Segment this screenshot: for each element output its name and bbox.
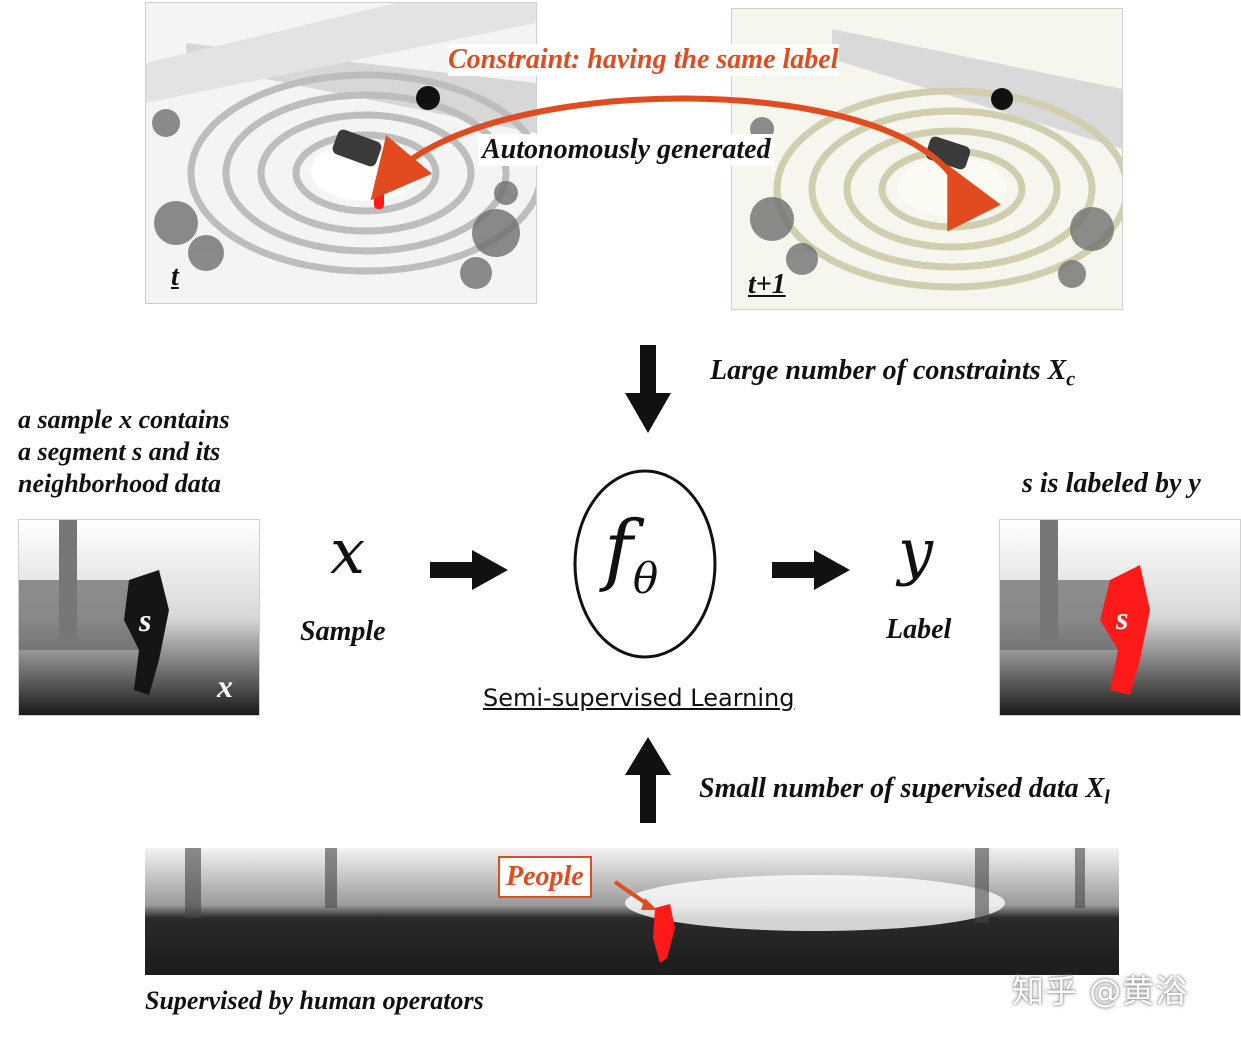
y-symbol: y (898, 515, 934, 588)
arrow-f-to-y (772, 550, 850, 590)
watermark: 知乎 @黄浴 (1012, 972, 1189, 1010)
model-ellipse (573, 469, 717, 659)
supervised-caption: Supervised by human operators (145, 986, 484, 1015)
constraint-arrow (370, 95, 1001, 232)
frame-label-t1: t+1 (748, 269, 786, 300)
constraints-label: Large number of constraints Xc (710, 355, 1075, 392)
sample-segment-label: s (139, 602, 152, 638)
sample-image: s x (18, 519, 260, 716)
frame-label-t: t (171, 261, 179, 292)
label-depth-graphic (1000, 520, 1240, 715)
people-tag: People (498, 856, 592, 898)
constraints-subscript: c (1066, 368, 1076, 391)
supervised-label: Small number of supervised data Xl (699, 773, 1110, 810)
autonomous-label: Autonomously generated (478, 134, 775, 166)
supervised-text: Small number of supervised data X (699, 773, 1105, 804)
arrow-x-to-f (430, 550, 508, 590)
constraints-text: Large number of constraints X (710, 355, 1067, 386)
sample-description-line: neighborhood data (18, 469, 221, 498)
constraint-label: Constraint: having the same label (448, 44, 839, 76)
method-label: Semi-supervised Learning (483, 684, 795, 712)
label-image: s (999, 519, 1241, 716)
panorama-graphic (145, 848, 1119, 975)
y-caption: Label (886, 614, 952, 645)
f-letter: f (604, 505, 633, 595)
f-symbol: fθ (604, 505, 658, 603)
sample-description-line: a sample x contains (18, 405, 230, 434)
down-arrow (625, 345, 671, 433)
sample-description-line: a segment s and its (18, 437, 221, 466)
sample-depth-graphic (19, 520, 259, 715)
sample-x-label: x (217, 668, 233, 704)
sample-description: a sample x contains a segment s and its … (18, 404, 230, 500)
label-segment-label: s (1116, 600, 1129, 636)
up-arrow (625, 737, 671, 823)
supervised-subscript: l (1104, 786, 1110, 809)
x-caption: Sample (300, 616, 386, 647)
labeled-caption: s is labeled by y (1022, 468, 1201, 499)
x-symbol: x (330, 515, 365, 588)
supervised-panorama: People (145, 848, 1119, 975)
f-theta-subscript: θ (632, 553, 659, 603)
